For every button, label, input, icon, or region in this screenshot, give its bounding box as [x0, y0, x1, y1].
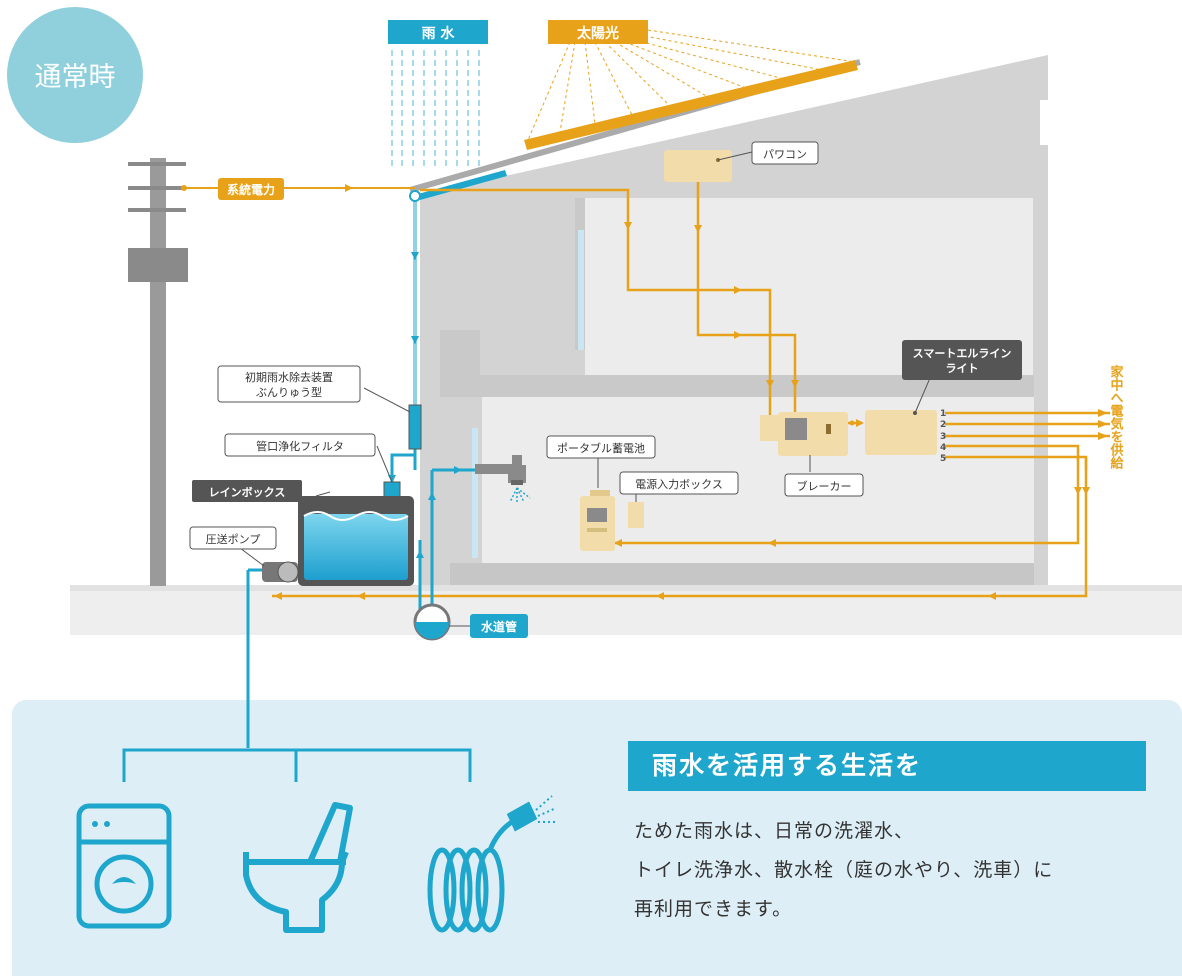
power-conditioner: パワコン — [664, 141, 819, 182]
svg-text:1: 1 — [940, 409, 946, 419]
svg-text:4: 4 — [940, 443, 946, 453]
downpipe-head — [409, 190, 421, 202]
pressure-pump: 圧送ポンプ — [189, 526, 299, 583]
garden-hose-icon — [427, 795, 557, 933]
normal-time-badge: 通常時 — [7, 7, 143, 143]
portable-battery: ポータブル蓄電池 — [546, 435, 656, 551]
info-line: 再利用できます。 — [634, 897, 793, 920]
svg-text:系統電力: 系統電力 — [227, 182, 275, 197]
ground — [70, 585, 1182, 635]
svg-text:レインボックス: レインボックス — [209, 485, 286, 499]
smart-l-line-light: スマートエルライン ライト — [865, 340, 1022, 455]
badge-label: 通常時 — [35, 62, 116, 93]
rain-label: 雨 水 — [388, 20, 488, 44]
solar-panel — [524, 60, 858, 150]
svg-text:2: 2 — [940, 420, 946, 430]
grid-power-label: 系統電力 — [218, 178, 284, 200]
svg-text:ぶんりゅう型: ぶんりゅう型 — [256, 385, 322, 399]
gutter — [418, 170, 507, 200]
svg-text:管口浄化フィルタ: 管口浄化フィルタ — [256, 439, 344, 453]
info-text: ためた雨水は、日常の洗濯水、 トイレ洗浄水、散水栓（庭の水やり、洗車）に 再利用… — [634, 812, 1154, 929]
washing-machine-icon — [76, 803, 172, 929]
svg-text:3: 3 — [940, 432, 946, 442]
solar-label: 太陽光 — [548, 20, 648, 44]
first-flush-device: 初期雨水除去装置 ぶんりゅう型 — [217, 365, 422, 450]
svg-text:5: 5 — [940, 454, 946, 464]
breaker: ブレーカー — [760, 412, 864, 497]
toilet-icon — [243, 802, 353, 933]
water-main: 水道管 — [413, 603, 528, 641]
electric-arrows — [274, 222, 1108, 600]
svg-text:ブレーカー: ブレーカー — [797, 479, 852, 493]
supply-label: 家中へ電気を供給 — [1108, 364, 1125, 470]
info-heading: 雨水を活用する生活を — [628, 741, 1146, 791]
svg-text:太陽光: 太陽光 — [577, 25, 619, 42]
solar-rays — [527, 29, 856, 141]
electric-routes — [272, 182, 1110, 598]
svg-text:ライト: ライト — [946, 362, 979, 375]
utility-pole — [128, 158, 188, 586]
circuit-numbers: 1 2 3 4 5 — [940, 409, 946, 464]
svg-text:電源入力ボックス: 電源入力ボックス — [635, 477, 723, 491]
info-line: トイレ洗浄水、散水栓（庭の水やり、洗車）に — [634, 858, 1054, 881]
rain-box-tank: レインボックス — [192, 480, 414, 586]
rain-streaks — [391, 50, 480, 170]
svg-text:圧送ポンプ: 圧送ポンプ — [206, 532, 261, 546]
svg-text:パワコン: パワコン — [763, 148, 807, 161]
faucet-icon — [475, 455, 531, 503]
power-input-box: 電源入力ボックス — [619, 471, 739, 528]
info-line: ためた雨水は、日常の洗濯水、 — [634, 820, 915, 842]
svg-text:スマートエルライン: スマートエルライン — [913, 347, 1012, 360]
svg-text:水道管: 水道管 — [481, 619, 517, 634]
svg-text:ポータブル蓄電池: ポータブル蓄電池 — [557, 441, 645, 455]
svg-text:初期雨水除去装置: 初期雨水除去装置 — [245, 370, 333, 384]
svg-text:雨 水: 雨 水 — [422, 25, 456, 42]
house — [409, 55, 1054, 585]
